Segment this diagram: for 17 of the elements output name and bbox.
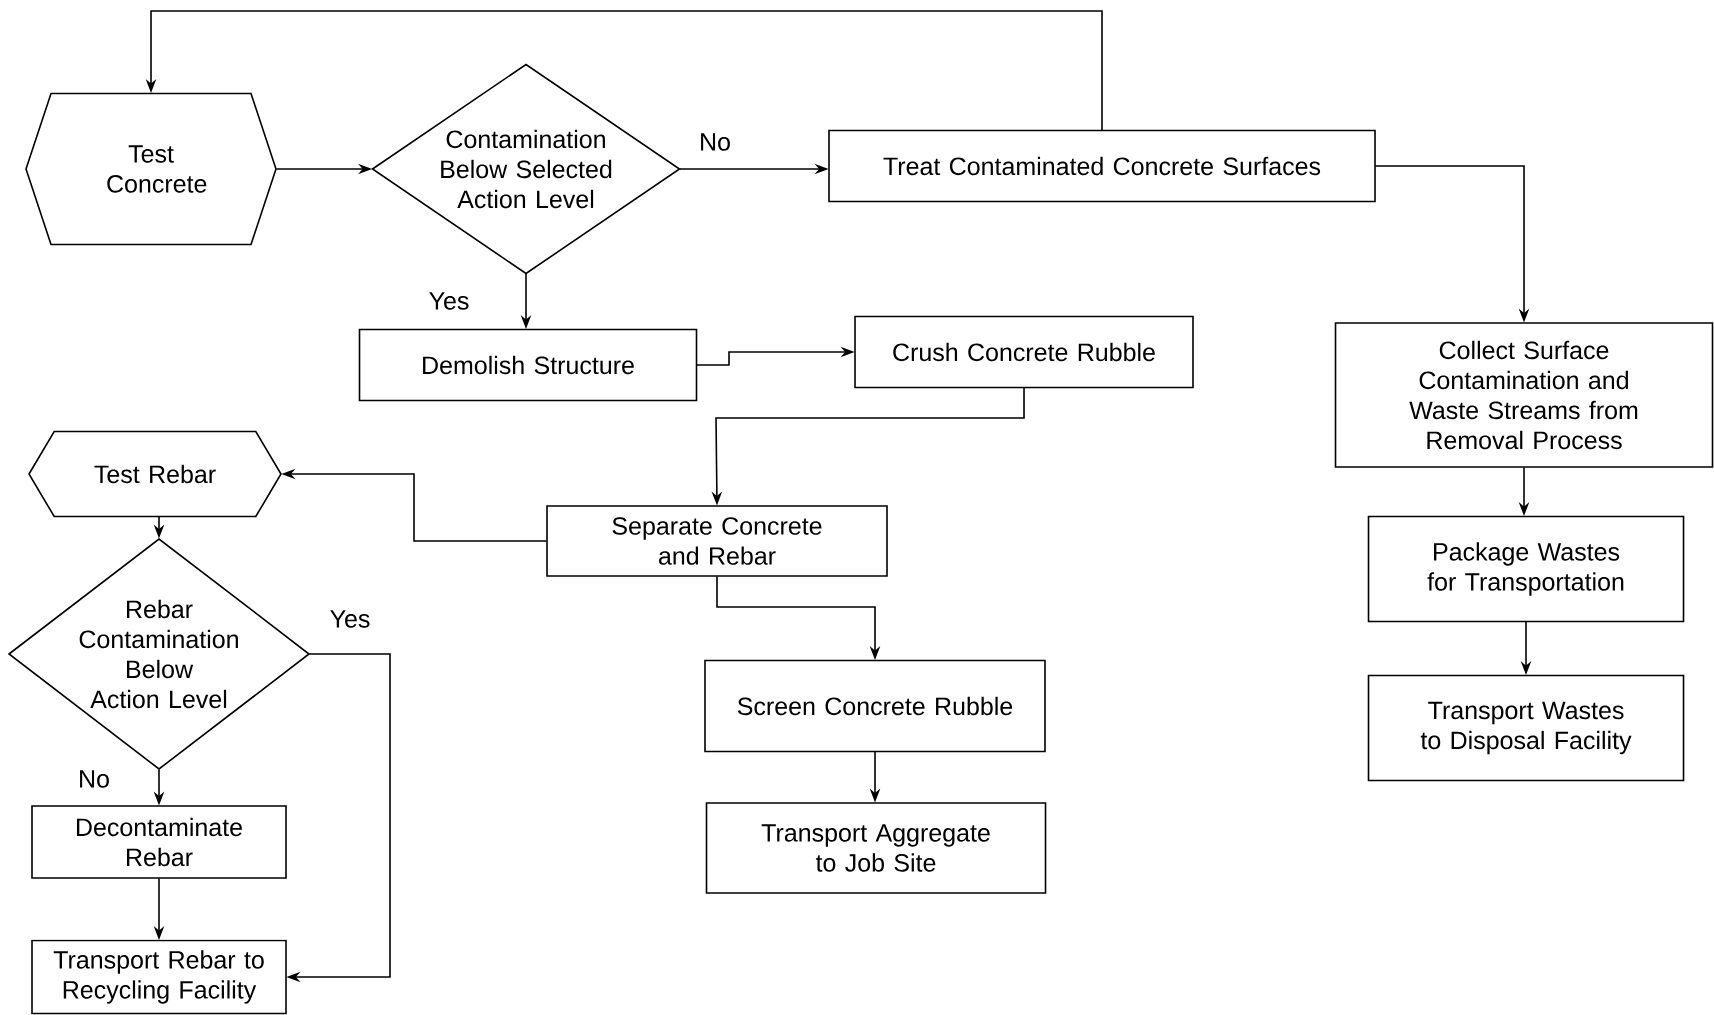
edge-label: No	[697, 131, 733, 153]
process-box: Decontaminate Rebar	[31, 805, 287, 879]
process-box: Screen Concrete Rubble	[704, 659, 1046, 753]
process-box: Package Wastes for Transportation	[1367, 515, 1685, 623]
process-box: Treat Contaminated Concrete Surfaces	[828, 129, 1376, 203]
hexagon-box: Test Rebar	[28, 430, 282, 518]
process-box: Collect Surface Contamination and Waste Streams from Removal Process	[1334, 322, 1714, 468]
edge-label: Yes	[327, 608, 373, 630]
process-box: Transport Rebar to Recycling Facility	[31, 939, 287, 1015]
edge-label: No	[76, 768, 112, 790]
hexagon-box: Test Concrete	[25, 92, 277, 246]
process-box: Crush Concrete Rubble	[854, 315, 1194, 389]
process-box: Transport Wastes to Disposal Facility	[1367, 674, 1685, 782]
process-box: Separate Concrete and Rebar	[546, 505, 888, 577]
edge-label: Yes	[426, 290, 472, 312]
process-box: Transport Aggregate to Job Site	[705, 802, 1047, 894]
process-box: Demolish Structure	[358, 328, 698, 402]
